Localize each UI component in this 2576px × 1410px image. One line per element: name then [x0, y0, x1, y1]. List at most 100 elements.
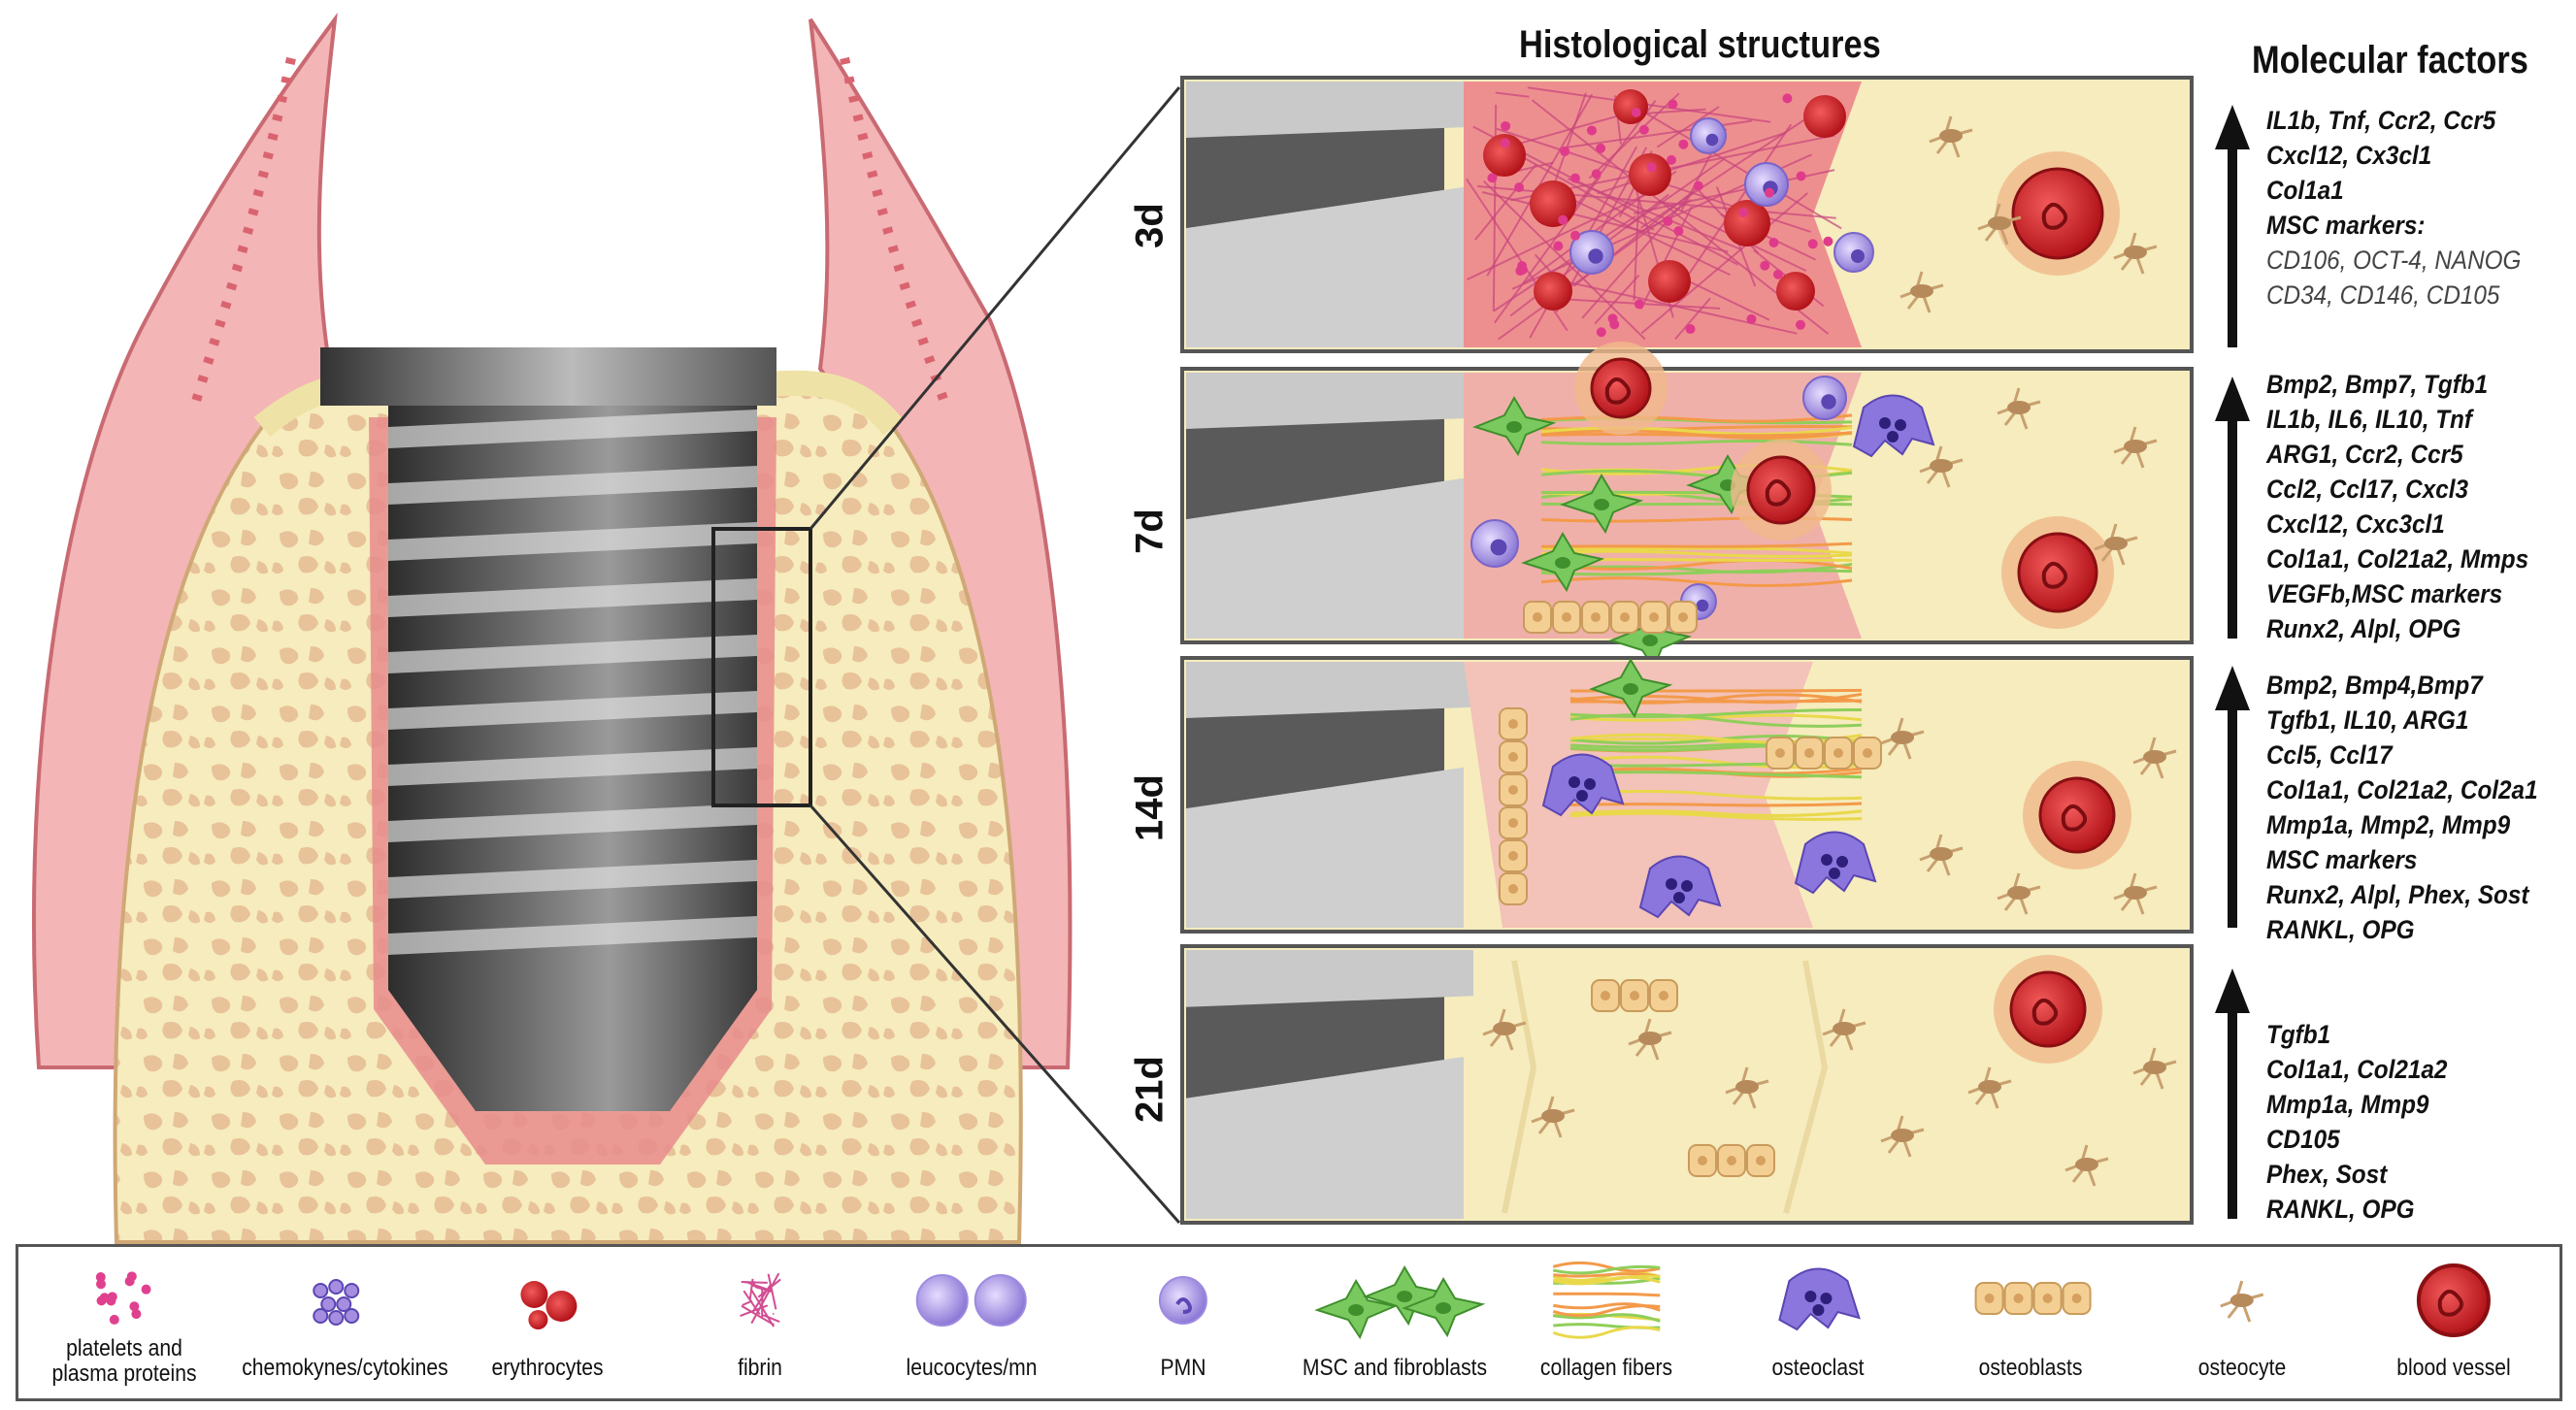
- factor-line: Col1a1: [2266, 176, 2344, 205]
- collagen-fiber: [1569, 811, 1863, 821]
- erythrocyte-cell: [1776, 272, 1815, 311]
- osteocyte-cell: [2143, 1061, 2166, 1074]
- legend-label: osteoclast: [1771, 1355, 1865, 1381]
- collagen-fiber: [1553, 1292, 1661, 1297]
- osteocyte-cell: [1891, 731, 1914, 744]
- stage-label-7d: 7d: [1128, 508, 1172, 554]
- erythrocytes-icon: [520, 1281, 578, 1329]
- erythrocyte-cell: [1629, 153, 1671, 196]
- osteocyte-cell: [2143, 750, 2166, 764]
- blood-vessel: [2017, 532, 2098, 613]
- factor-line: MSC markers: [2266, 845, 2418, 874]
- fibrin-strand: [1482, 180, 1646, 341]
- leucocytes-icon: [915, 1274, 1027, 1327]
- collagen-fiber: [1569, 809, 1863, 817]
- factor-line-marker: CD34, CD146, CD105: [2266, 280, 2500, 310]
- implant-thread: [388, 691, 757, 730]
- factor-line: Cxcl12, Cx3cl1: [2266, 141, 2432, 170]
- osteocyte-cell: [2124, 440, 2147, 453]
- implant-anatomy-illustration: [31, 12, 1181, 1244]
- factor-line: Bmp2, Bmp4,Bmp7: [2266, 671, 2483, 700]
- erythrocyte-cell: [1724, 200, 1770, 246]
- osteocyte-cell: [2229, 1294, 2254, 1307]
- legend-label: fibrin: [737, 1355, 782, 1381]
- implant-thread: [388, 747, 757, 786]
- histology-panel-21d: [1180, 944, 2194, 1225]
- osteocyte-cell: [2007, 886, 2031, 900]
- osteocyte-cell: [2104, 537, 2128, 550]
- factor-line: Col1a1, Col21a2, Mmps: [2266, 544, 2529, 574]
- collagen-fiber: [1552, 1304, 1661, 1318]
- osteoclast-icon: [1778, 1267, 1861, 1331]
- factor-line: Runx2, Alpl, OPG: [2266, 614, 2461, 643]
- legend-label: erythrocytes: [491, 1355, 604, 1381]
- factor-line: Cxcl12, Cxc3cl1: [2266, 509, 2445, 539]
- collagen-fiber: [1540, 558, 1853, 571]
- implant-thread: [388, 410, 757, 448]
- fibrin-strand: [1567, 178, 1743, 251]
- osteocyte-cell: [1930, 847, 1953, 861]
- collagen-fiber: [1540, 425, 1853, 436]
- histological-title: Histological structures: [1519, 23, 1881, 66]
- osteocyte-cell: [1735, 1080, 1759, 1094]
- fibrin-strand: [1597, 131, 1787, 195]
- factor-line: Tgfb1, IL10, ARG1: [2266, 705, 2469, 735]
- collagen-fiber: [1540, 541, 1853, 548]
- fibrin-strand: [1633, 199, 1640, 301]
- dental-implant: [320, 347, 776, 1111]
- stage-label-21d: 21d: [1128, 1056, 1172, 1123]
- pmn-icon: [1158, 1276, 1207, 1325]
- implant-thread: [388, 916, 757, 955]
- stage-label-3d: 3d: [1128, 203, 1172, 248]
- blood-vessel: [1590, 357, 1652, 419]
- chemokines-icon: [313, 1279, 360, 1326]
- implant-thread: [388, 578, 757, 617]
- osteocyte-cell: [1493, 1022, 1516, 1035]
- osteocyte-cell: [1833, 1022, 1856, 1035]
- fibrin-strand: [1494, 176, 1602, 324]
- histology-panel-14d: [1180, 656, 2194, 934]
- erythrocyte-cell: [1530, 180, 1576, 227]
- implant-thread: [388, 860, 757, 899]
- fibrin-strand: [1594, 274, 1640, 325]
- osteocyte-cell: [2007, 401, 2031, 414]
- factor-line: RANKL, OPG: [2266, 1195, 2415, 1224]
- legend-label: leucocytes/mn: [906, 1355, 1038, 1381]
- osteocyte-cell: [2075, 1158, 2098, 1171]
- collagen-fiber: [1569, 802, 1863, 807]
- blood-vessel: [2009, 970, 2087, 1048]
- fibrin-strand: [1527, 86, 1771, 123]
- histology-panel-7d: [1180, 342, 2194, 671]
- collagen-fiber: [1552, 1261, 1661, 1273]
- implant-thread: [388, 635, 757, 673]
- factor-line: RANKL, OPG: [2266, 915, 2415, 944]
- collagen-fiber: [1553, 1313, 1661, 1323]
- erythrocyte-cell: [1803, 95, 1846, 138]
- collagen-fiber: [1569, 712, 1863, 728]
- collagen-fiber: [1569, 771, 1863, 779]
- platelets-icon: [95, 1271, 151, 1325]
- legend-label: collagen fibers: [1540, 1355, 1673, 1381]
- histology-panels: [1180, 76, 2194, 1225]
- factor-line: Col1a1, Col21a2, Col2a1: [2266, 775, 2538, 804]
- fibrin-strand: [1481, 191, 1729, 253]
- legend-label: osteoblasts: [1978, 1355, 2082, 1381]
- osteoblasts-icon: [1974, 1282, 2092, 1315]
- osteocyte-cell: [2124, 886, 2147, 900]
- implant-thread: [388, 803, 757, 842]
- factor-line: Bmp2, Bmp7, Tgfb1: [2266, 370, 2489, 399]
- collagen-fiber: [1552, 1264, 1661, 1275]
- legend-label: PMN: [1160, 1355, 1206, 1381]
- legend-label: platelets and plasma proteins: [51, 1335, 197, 1387]
- factor-line: Phex, Sost: [2266, 1160, 2388, 1189]
- osteocyte-cell: [2124, 246, 2147, 259]
- stage-label-14d: 14d: [1128, 774, 1172, 841]
- factor-line: Col1a1, Col21a2: [2266, 1055, 2448, 1084]
- legend-icons: [95, 1261, 2491, 1340]
- fibrin-strand: [1507, 148, 1655, 231]
- factor-line: Ccl2, Ccl17, Cxcl3: [2266, 475, 2469, 504]
- fibrin-strand: [1640, 192, 1809, 335]
